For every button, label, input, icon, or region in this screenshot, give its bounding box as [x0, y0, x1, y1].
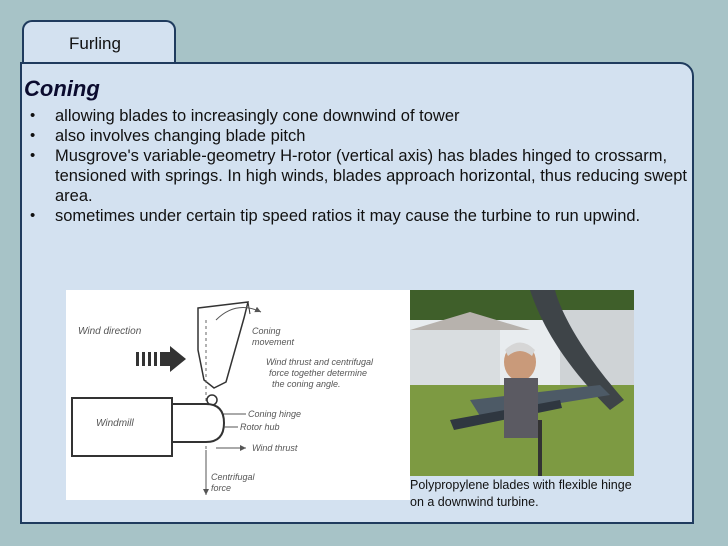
bullet-icon: •	[30, 207, 36, 224]
rotor-hub	[171, 403, 226, 443]
bullet-icon: •	[30, 127, 36, 144]
windmill-label: Windmill	[96, 418, 134, 429]
note-line-2: force together determine	[269, 368, 367, 378]
centrifugal-force-label-2: force	[211, 483, 231, 493]
bullet-icon: •	[30, 147, 36, 164]
tab-label: Furling	[69, 34, 121, 53]
wind-thrust-label: Wind thrust	[252, 443, 298, 453]
note-line-3: the coning angle.	[272, 379, 341, 389]
list-item: •sometimes under certain tip speed ratio…	[30, 207, 641, 225]
bullet-list: •allowing blades to increasingly cone do…	[28, 106, 688, 226]
list-item: •allowing blades to increasingly cone do…	[30, 107, 460, 125]
list-item: •Musgrove's variable-geometry H-rotor (v…	[30, 147, 687, 205]
coning-movement-label: Coning	[252, 326, 281, 336]
page-title: Coning	[24, 76, 100, 101]
coning-diagram-svg: Wind direction Coning movement Wind thru…	[71, 301, 374, 495]
windmill-body	[71, 397, 173, 457]
bullet-icon: •	[30, 107, 36, 124]
list-item: •also involves changing blade pitch	[30, 127, 306, 145]
coning-diagram: Wind direction Coning movement Wind thru…	[66, 290, 410, 500]
coning-hinge-label: Coning hinge	[248, 409, 301, 419]
wind-arrow-icon	[136, 346, 186, 372]
photo-caption: Polypropylene blades with flexible hinge…	[410, 478, 632, 509]
note-line-1: Wind thrust and centrifugal	[266, 357, 374, 367]
wind-direction-label: Wind direction	[78, 326, 142, 337]
turbine-photo-svg	[410, 290, 634, 476]
blade-shape	[197, 301, 249, 389]
centrifugal-force-label: Centrifugal	[211, 472, 256, 482]
coning-movement-label-2: movement	[252, 337, 295, 347]
turbine-photo	[410, 290, 634, 476]
tab-furling[interactable]: Furling	[22, 20, 176, 64]
rotor-hub-label: Rotor hub	[240, 422, 280, 432]
